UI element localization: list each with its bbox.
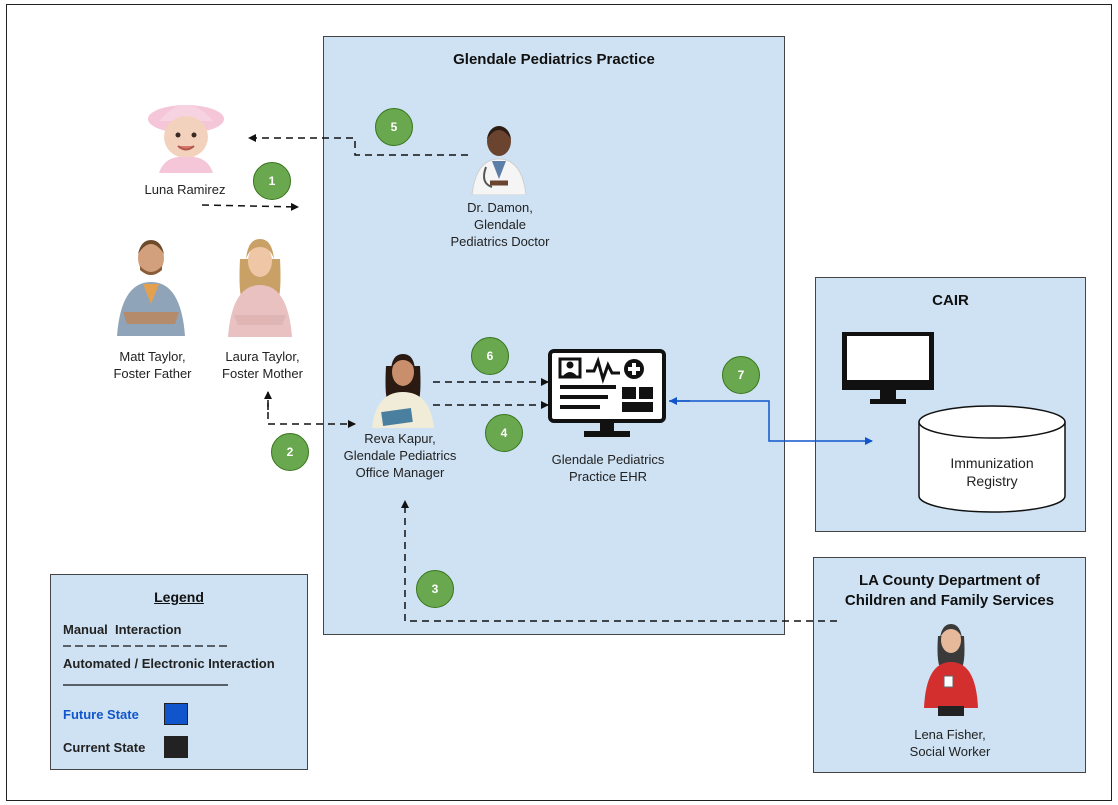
damon-line2: Glendale: [473, 217, 527, 232]
arrow-step-7: [669, 400, 873, 445]
damon-line1: Dr. Damon,: [467, 200, 533, 215]
matt-line1: Matt Taylor,: [119, 349, 186, 364]
step-1-badge: 1: [253, 162, 291, 200]
laura-line2: Foster Mother: [222, 366, 303, 381]
lena-line1: Lena Fisher,: [914, 727, 986, 742]
step-7-badge: 7: [722, 356, 760, 394]
diagram-frame: [6, 4, 1112, 801]
dcfs-title-line1: LA County Department of: [858, 572, 1041, 589]
damon-line3: Pediatrics Doctor: [450, 234, 550, 249]
legend-manual-label: Manual Interaction: [63, 622, 182, 637]
cair-title: CAIR: [932, 292, 969, 309]
matt-line2: Foster Father: [113, 366, 192, 381]
ehr-line2: Practice EHR: [568, 469, 648, 484]
arrow-step-3: [401, 500, 837, 622]
arrow-step-1: [201, 202, 299, 211]
database-cylinder-icon: [918, 405, 1066, 513]
ehr-monitor-icon: [548, 349, 666, 437]
dcfs-title-line2: Children and Family Services: [844, 592, 1055, 609]
step-5-badge: 5: [375, 108, 413, 146]
practice-title: Glendale Pediatrics Practice: [453, 51, 655, 68]
baby-photo: [148, 105, 224, 173]
ehr-line1: Glendale Pediatrics: [551, 452, 665, 467]
social-worker-photo: [924, 624, 978, 716]
registry-line1: Immunization: [950, 455, 1034, 471]
arrow-step-5: [248, 134, 468, 156]
legend-future-label: Future State: [63, 707, 139, 722]
computer-monitor-icon: [842, 332, 934, 404]
legend-current-label: Current State: [63, 740, 146, 755]
reva-line3: Office Manager: [355, 465, 445, 480]
step-2-badge: 2: [271, 433, 309, 471]
legend-automated-label: Automated / Electronic Interaction: [63, 656, 275, 671]
luna-name: Luna Ramirez: [144, 182, 226, 197]
reva-line1: Reva Kapur,: [364, 431, 436, 446]
legend-title: Legend: [154, 589, 204, 605]
lena-line2: Social Worker: [909, 744, 991, 759]
office-manager-photo: [372, 354, 434, 428]
arrow-step-2: [267, 400, 356, 428]
mother-photo: [228, 239, 292, 337]
reva-line2: Glendale Pediatrics: [343, 448, 457, 463]
step-6-badge: 6: [471, 337, 509, 375]
step-4-badge: 4: [485, 414, 523, 452]
father-photo: [117, 240, 185, 336]
current-state-swatch: [164, 736, 188, 758]
laura-line1: Laura Taylor,: [225, 349, 300, 364]
step-3-badge: 3: [416, 570, 454, 608]
doctor-photo: [471, 126, 527, 195]
future-state-swatch: [164, 703, 188, 725]
registry-line2: Registry: [966, 473, 1018, 489]
